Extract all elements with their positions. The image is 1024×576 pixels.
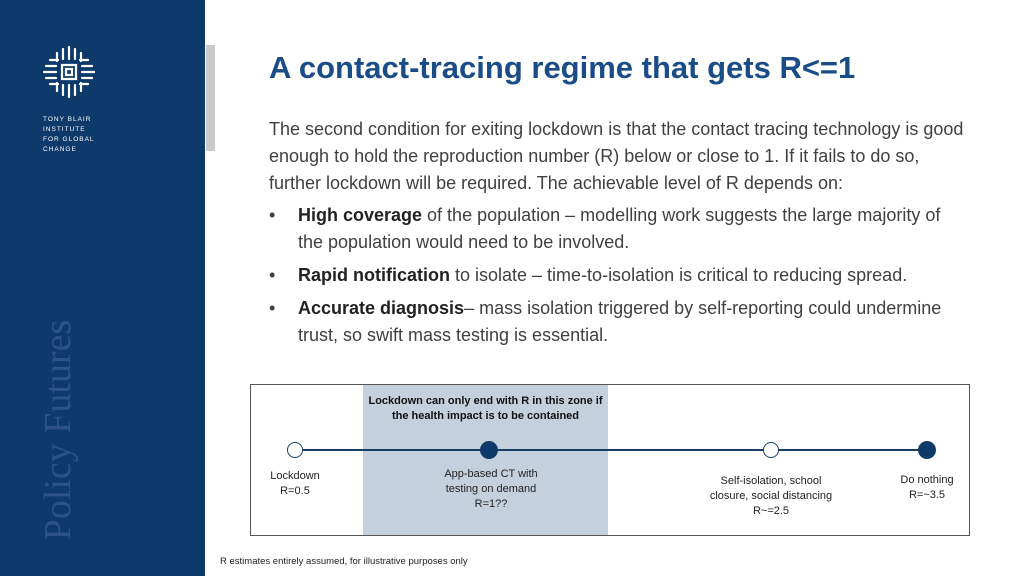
node-self-isolation: [763, 442, 779, 458]
node-label-line: R~=2.5: [752, 505, 790, 517]
bullet-high-coverage: • High coverage of the population – mode…: [269, 202, 969, 256]
sidebar: TONY BLAIR INSTITUTE FOR GLOBAL CHANGE P…: [0, 0, 205, 576]
bullet-text: of the population – modelling work sugge…: [298, 205, 941, 252]
bullet-rapid-notification: • Rapid notification to isolate – time-t…: [269, 262, 969, 289]
bullet-accurate-diagnosis: • Accurate diagnosis– mass isolation tri…: [269, 295, 969, 349]
bullet-list: • High coverage of the population – mode…: [269, 202, 969, 349]
r-scale-diagram: Lockdown can only end with R in this zon…: [250, 384, 970, 536]
organization-name: TONY BLAIR INSTITUTE FOR GLOBAL CHANGE: [43, 115, 95, 155]
node-label-lockdown: Lockdown R=0.5: [270, 469, 320, 499]
footnote: R estimates entirely assumed, for illust…: [220, 556, 468, 567]
bullet-marker: •: [269, 298, 276, 318]
target-zone-label: Lockdown can only end with R in this zon…: [365, 394, 606, 424]
org-line: FOR GLOBAL: [43, 136, 95, 143]
node-label-line: R=0.5: [280, 485, 310, 497]
policy-futures-label: Policy Futures: [37, 319, 79, 541]
node-label-app-based-ct: App-based CT with testing on demand R=1?…: [444, 467, 537, 512]
node-app-based-ct: [480, 441, 498, 459]
bullet-term: Accurate diagnosis: [298, 298, 465, 318]
node-label-line: Self-isolation, school: [720, 475, 822, 487]
node-label-line: R=1??: [474, 498, 508, 510]
zone-label-line: Lockdown can only end with R in this zon…: [368, 395, 603, 407]
node-label-line: testing on demand: [445, 483, 537, 495]
title-accent-bar: [206, 45, 215, 151]
tbi-logo-icon: [42, 45, 96, 99]
intro-paragraph: The second condition for exiting lockdow…: [269, 119, 964, 193]
bullet-marker: •: [269, 205, 276, 225]
node-label-line: closure, social distancing: [709, 490, 833, 502]
node-label-line: R=~3.5: [908, 489, 946, 501]
node-do-nothing: [918, 441, 936, 459]
slide-title: A contact-tracing regime that gets R<=1: [269, 50, 856, 85]
node-label-line: App-based CT with: [444, 468, 538, 480]
org-line: CHANGE: [43, 146, 77, 153]
zone-label-line: the health impact is to be contained: [391, 410, 580, 422]
node-label-self-isolation: Self-isolation, school closure, social d…: [710, 474, 832, 519]
bullet-term: Rapid notification: [298, 265, 450, 285]
slide-body: The second condition for exiting lockdow…: [269, 116, 969, 355]
target-zone: [363, 385, 608, 535]
node-label-do-nothing: Do nothing R=~3.5: [900, 473, 953, 503]
org-line: INSTITUTE: [43, 126, 86, 133]
node-label-line: Lockdown: [270, 470, 320, 482]
node-lockdown: [287, 442, 303, 458]
bullet-term: High coverage: [298, 205, 423, 225]
org-line: TONY BLAIR: [43, 116, 92, 123]
bullet-text: to isolate – time-to-isolation is critic…: [450, 265, 908, 285]
node-label-line: Do nothing: [900, 474, 954, 486]
r-axis-line: [296, 449, 929, 451]
bullet-text: – mass isolation triggered by self-repor…: [298, 298, 942, 345]
bullet-marker: •: [269, 265, 276, 285]
